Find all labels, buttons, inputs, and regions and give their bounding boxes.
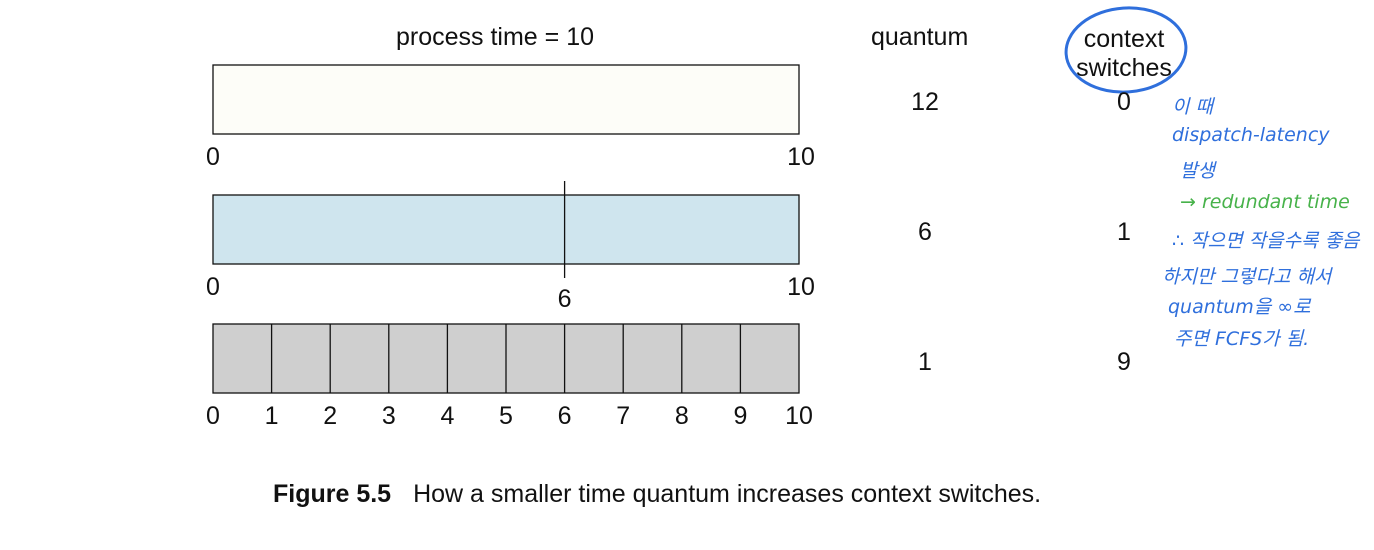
tick-label-row3: 7	[616, 402, 630, 430]
timeline-bar-row1	[212, 64, 800, 135]
context-switches-header: context switches	[1062, 25, 1186, 83]
context-switches-circle-mark	[1064, 6, 1188, 94]
quantum-header: quantum	[871, 23, 969, 51]
tick-label-row3: 4	[440, 402, 454, 430]
tick-label-row3: 5	[499, 402, 513, 430]
tick-label-row3: 8	[675, 402, 689, 430]
figure-caption: Figure 5.5 How a smaller time quantum inc…	[273, 480, 1041, 509]
tick-label-row3: 1	[265, 402, 279, 430]
quantum-value-row2: 6	[918, 218, 932, 246]
annotation-line6: 하지만 그렇다고 해서	[1162, 266, 1332, 288]
tick-label-row3: 10	[785, 402, 813, 430]
tick-label-row3: 3	[382, 402, 396, 430]
annotation-line4: → redundant time	[1180, 191, 1350, 213]
figure-caption-label: Figure 5.5	[273, 480, 392, 508]
process-time-title: process time = 10	[396, 23, 595, 51]
tick-label-row2: 10	[787, 273, 815, 301]
switches-value-row1: 0	[1117, 88, 1131, 116]
tick-label-row2: 0	[206, 273, 220, 301]
figure-caption-text: How a smaller time quantum increases con…	[413, 480, 1042, 508]
annotation-line8: 주면 FCFS가 됨.	[1174, 328, 1310, 350]
context-switches-header-line2: switches	[1076, 54, 1172, 82]
tick-label-row3: 6	[558, 402, 572, 430]
switches-value-row3: 9	[1117, 348, 1131, 376]
annotation-line3: 발생	[1180, 160, 1215, 182]
tick-label-row1: 0	[206, 143, 220, 171]
annotation-line2: dispatch-latency	[1172, 124, 1330, 146]
quantum-value-row3: 1	[918, 348, 932, 376]
context-switches-header-line1: context	[1083, 25, 1165, 53]
tick-label-row3: 2	[323, 402, 337, 430]
tick-label-row2: 6	[558, 285, 572, 313]
annotation-line1: 이 때	[1172, 96, 1213, 118]
timeline-bars: 0 10 0 6 10 0 1 2 3 4 5 6 7 8 9 10	[206, 64, 815, 430]
switches-value-row2: 1	[1117, 218, 1131, 246]
timeline-bar-row2	[212, 194, 800, 265]
tick-label-row1: 10	[787, 143, 815, 171]
tick-label-row3: 9	[733, 402, 747, 430]
quantum-value-row1: 12	[911, 88, 939, 116]
tick-label-row3: 0	[206, 402, 220, 430]
annotation-line7: quantum을 ∞로	[1168, 296, 1311, 318]
annotation-line5: ∴ 작으면 작을수록 좋음	[1172, 230, 1360, 252]
